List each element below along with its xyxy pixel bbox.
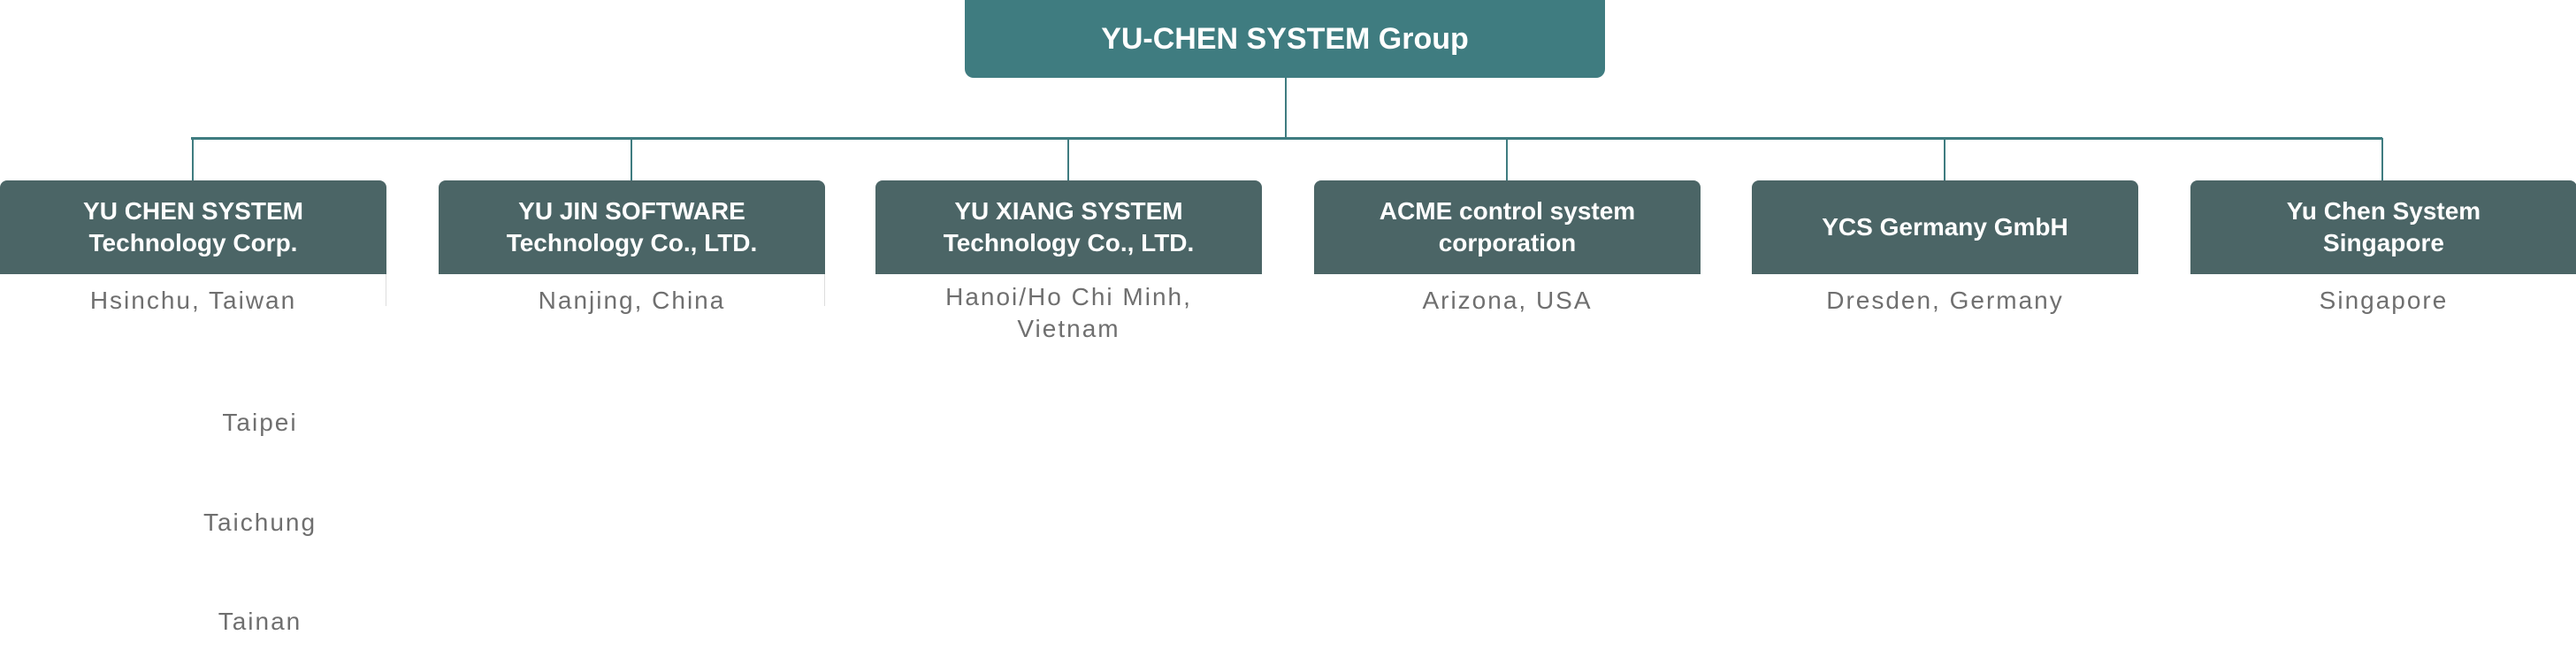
company-name-line1: YCS Germany GmbH	[1822, 213, 2068, 241]
company-name-line1: YU XIANG SYSTEM	[954, 197, 1183, 225]
company-node-acme-control: ACME control system corporation Arizona, …	[1314, 180, 1701, 317]
company-node-yu-chen-system: YU CHEN SYSTEM Technology Corp. Hsinchu, …	[0, 180, 386, 317]
company-node-yu-jin-software: YU JIN SOFTWARE Technology Co., LTD. Nanj…	[439, 180, 825, 317]
company-name-line2: Technology Co., LTD.	[943, 229, 1195, 256]
connector-vertical	[1506, 138, 1508, 180]
divider	[824, 274, 825, 306]
company-location: Dresden, Germany	[1826, 287, 2064, 314]
company-node-ycs-germany: YCS Germany GmbH Dresden, Germany	[1752, 180, 2138, 317]
company-box: ACME control system corporation	[1314, 180, 1701, 274]
company-box: YCS Germany GmbH	[1752, 180, 2138, 274]
connector-vertical	[1067, 138, 1069, 180]
company-location: Hanoi/Ho Chi Minh, Vietnam	[945, 283, 1192, 342]
company-name-line1: Yu Chen System	[2286, 197, 2481, 225]
connector-horizontal	[191, 137, 2382, 140]
group-title: YU-CHEN SYSTEM Group	[1101, 21, 1469, 56]
company-name-line2: Singapore	[2323, 229, 2444, 256]
company-location: Nanjing, China	[538, 287, 726, 314]
company-name-line1: YU JIN SOFTWARE	[518, 197, 745, 225]
company-location: Hsinchu, Taiwan	[89, 287, 297, 314]
company-location: Singapore	[2319, 287, 2449, 314]
connector-vertical	[2381, 138, 2383, 180]
company-node-yu-xiang-system: YU XIANG SYSTEM Technology Co., LTD. Hano…	[875, 180, 1262, 345]
connector-vertical	[631, 138, 632, 180]
company-name-line2: Technology Co., LTD.	[506, 229, 758, 256]
group-root-node: YU-CHEN SYSTEM Group	[965, 0, 1605, 78]
connector-vertical	[1944, 138, 1945, 180]
branch-taipei: Taipei	[222, 409, 298, 436]
company-box: YU JIN SOFTWARE Technology Co., LTD.	[439, 180, 825, 274]
company-name-line1: ACME control system	[1379, 197, 1636, 225]
company-location: Arizona, USA	[1422, 287, 1593, 314]
connector-vertical	[192, 138, 194, 180]
branch-tainan: Tainan	[218, 608, 302, 635]
company-box: YU CHEN SYSTEM Technology Corp.	[0, 180, 386, 274]
branch-taichung: Taichung	[203, 509, 317, 536]
company-name-line1: YU CHEN SYSTEM	[83, 197, 303, 225]
company-name-line2: Technology Corp.	[88, 229, 298, 256]
connector-root-vertical	[1285, 78, 1287, 138]
company-box: YU XIANG SYSTEM Technology Co., LTD.	[875, 180, 1262, 274]
company-name-line2: corporation	[1438, 229, 1577, 256]
